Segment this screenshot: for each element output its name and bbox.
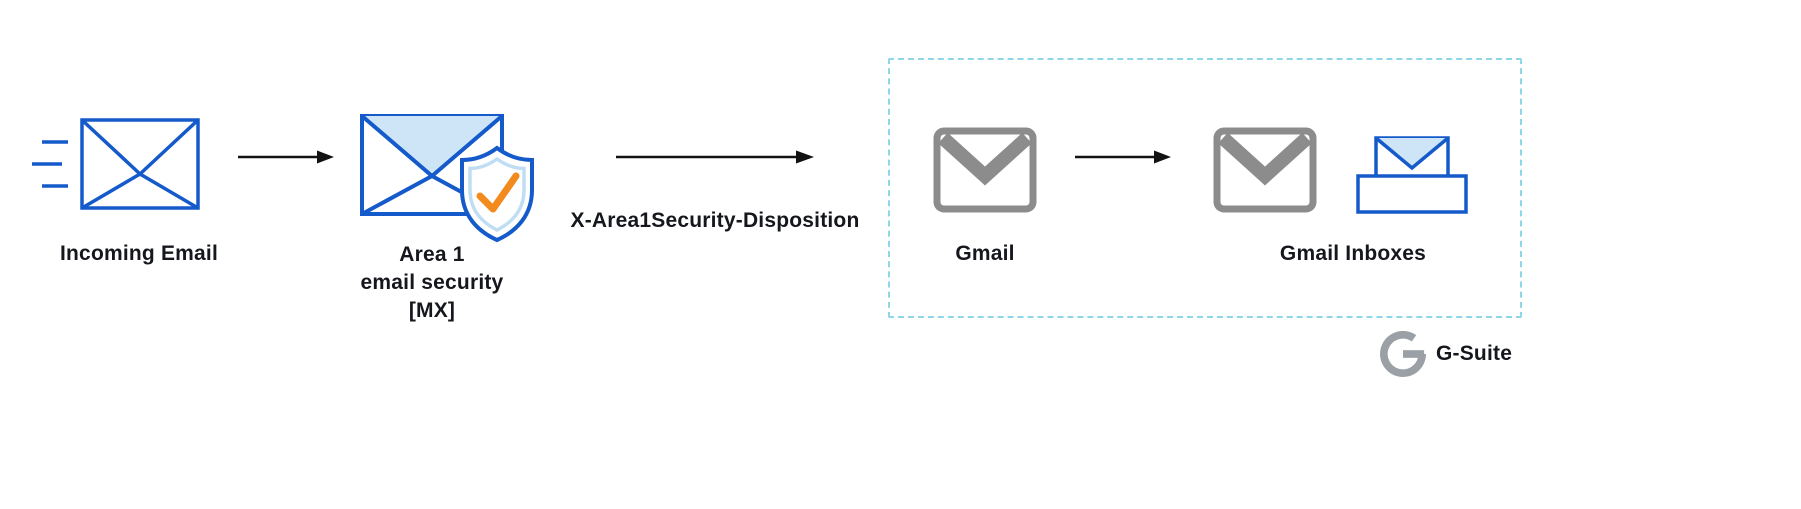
shield-check-icon	[460, 145, 534, 243]
flow-arrow-incoming-to-area1	[238, 150, 334, 164]
gsuite-branding: G-Suite	[1380, 331, 1512, 377]
flow-arrow-area1-to-gmail	[616, 150, 814, 164]
disposition-header-label: X-Area1Security-Disposition	[570, 209, 860, 232]
google-g-icon	[1380, 331, 1426, 377]
speed-lines-icon	[32, 140, 68, 188]
inbox-tray-envelope-icon	[1356, 136, 1468, 214]
gmail-label: Gmail	[955, 242, 1015, 265]
gmail-icon-2	[1213, 127, 1317, 213]
incoming-email-label: Incoming Email	[60, 242, 218, 265]
area1-label-line2: email security	[360, 271, 504, 294]
flow-arrow-gmail-to-inboxes	[1075, 150, 1171, 164]
area1-label-line3: [MX]	[408, 299, 456, 322]
area1-label-line1: Area 1	[399, 243, 465, 266]
gmail-inboxes-label: Gmail Inboxes	[1279, 242, 1427, 265]
gsuite-boundary-box	[888, 58, 1522, 318]
gmail-icon	[933, 127, 1037, 213]
area1-label: Area 1 email security [MX]	[332, 241, 532, 325]
gsuite-label: G-Suite	[1436, 342, 1513, 365]
incoming-email-icon	[32, 118, 200, 210]
area1-email-security-icon	[360, 114, 534, 243]
